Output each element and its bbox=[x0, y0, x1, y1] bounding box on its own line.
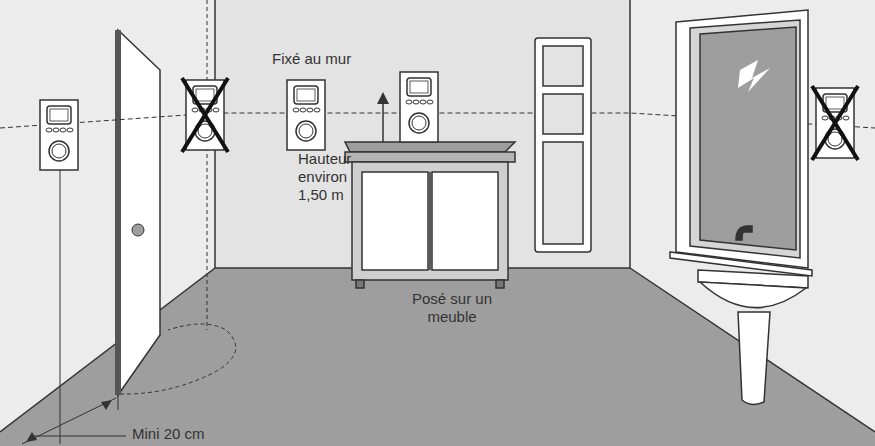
furniture bbox=[345, 142, 515, 288]
arrowhead bbox=[101, 400, 112, 410]
sink bbox=[698, 226, 808, 405]
arrowhead bbox=[26, 432, 37, 442]
dashed-guide bbox=[207, 0, 208, 330]
placement-label: Posé sur un meuble bbox=[392, 290, 512, 326]
thermostat bbox=[400, 72, 438, 142]
door-knob bbox=[132, 224, 144, 236]
door-edge bbox=[115, 30, 121, 395]
towel-radiator bbox=[535, 38, 591, 252]
forbidden-cross bbox=[182, 78, 228, 152]
thermostat bbox=[287, 80, 325, 150]
room-edges bbox=[0, 0, 875, 432]
glass-reflection bbox=[738, 60, 770, 92]
window bbox=[670, 10, 812, 276]
distance-dimension bbox=[22, 150, 126, 444]
door bbox=[118, 30, 160, 395]
forbidden-cross bbox=[812, 86, 858, 160]
distance-dimension-label: Mini 20 cm bbox=[132, 425, 242, 443]
placement-label: Fixé au mur bbox=[272, 50, 382, 68]
thermostat bbox=[40, 100, 78, 170]
height-dimension: Hauteur environ 1,50 m bbox=[298, 150, 374, 204]
